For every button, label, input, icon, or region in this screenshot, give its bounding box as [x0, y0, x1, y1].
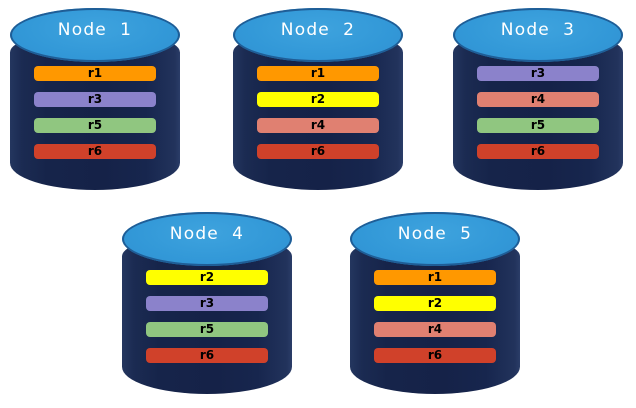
replica-bar[interactable]: r6: [34, 144, 156, 159]
replica-bar[interactable]: r4: [374, 322, 496, 337]
cylinder-top-icon: [122, 212, 292, 266]
replica-list: r1 r3 r5 r6: [34, 66, 156, 159]
replica-list: r2 r3 r5 r6: [146, 270, 268, 363]
node-title: Node 5: [397, 224, 473, 244]
replica-bar[interactable]: r3: [477, 66, 599, 81]
replica-bar[interactable]: r2: [146, 270, 268, 285]
database-node-3[interactable]: Node 3 r3 r4 r5 r6: [453, 8, 623, 190]
database-node-1[interactable]: Node 1 r1 r3 r5 r6: [10, 8, 180, 190]
cylinder-top-icon: [350, 212, 520, 266]
replica-bar[interactable]: r6: [374, 348, 496, 363]
replica-bar[interactable]: r4: [257, 118, 379, 133]
replica-bar[interactable]: r2: [374, 296, 496, 311]
replica-list: r3 r4 r5 r6: [477, 66, 599, 159]
replica-bar[interactable]: r4: [477, 92, 599, 107]
replica-bar[interactable]: r6: [257, 144, 379, 159]
replica-bar[interactable]: r1: [374, 270, 496, 285]
replica-bar[interactable]: r6: [146, 348, 268, 363]
replica-bar[interactable]: r1: [257, 66, 379, 81]
node-title: Node 3: [500, 20, 576, 40]
replica-bar[interactable]: r5: [146, 322, 268, 337]
database-node-4[interactable]: Node 4 r2 r3 r5 r6: [122, 212, 292, 394]
replica-bar[interactable]: r2: [257, 92, 379, 107]
replica-bar[interactable]: r5: [477, 118, 599, 133]
cylinder-top-icon: [453, 8, 623, 62]
replica-bar[interactable]: r3: [34, 92, 156, 107]
database-node-2[interactable]: Node 2 r1 r2 r4 r6: [233, 8, 403, 190]
cylinder-top-icon: [233, 8, 403, 62]
node-title: Node 2: [280, 20, 356, 40]
replica-bar[interactable]: r1: [34, 66, 156, 81]
node-title: Node 1: [57, 20, 133, 40]
replica-list: r1 r2 r4 r6: [374, 270, 496, 363]
replica-bar[interactable]: r6: [477, 144, 599, 159]
node-title: Node 4: [169, 224, 245, 244]
cylinder-top-icon: [10, 8, 180, 62]
database-node-5[interactable]: Node 5 r1 r2 r4 r6: [350, 212, 520, 394]
replica-bar[interactable]: r3: [146, 296, 268, 311]
replica-list: r1 r2 r4 r6: [257, 66, 379, 159]
replica-bar[interactable]: r5: [34, 118, 156, 133]
